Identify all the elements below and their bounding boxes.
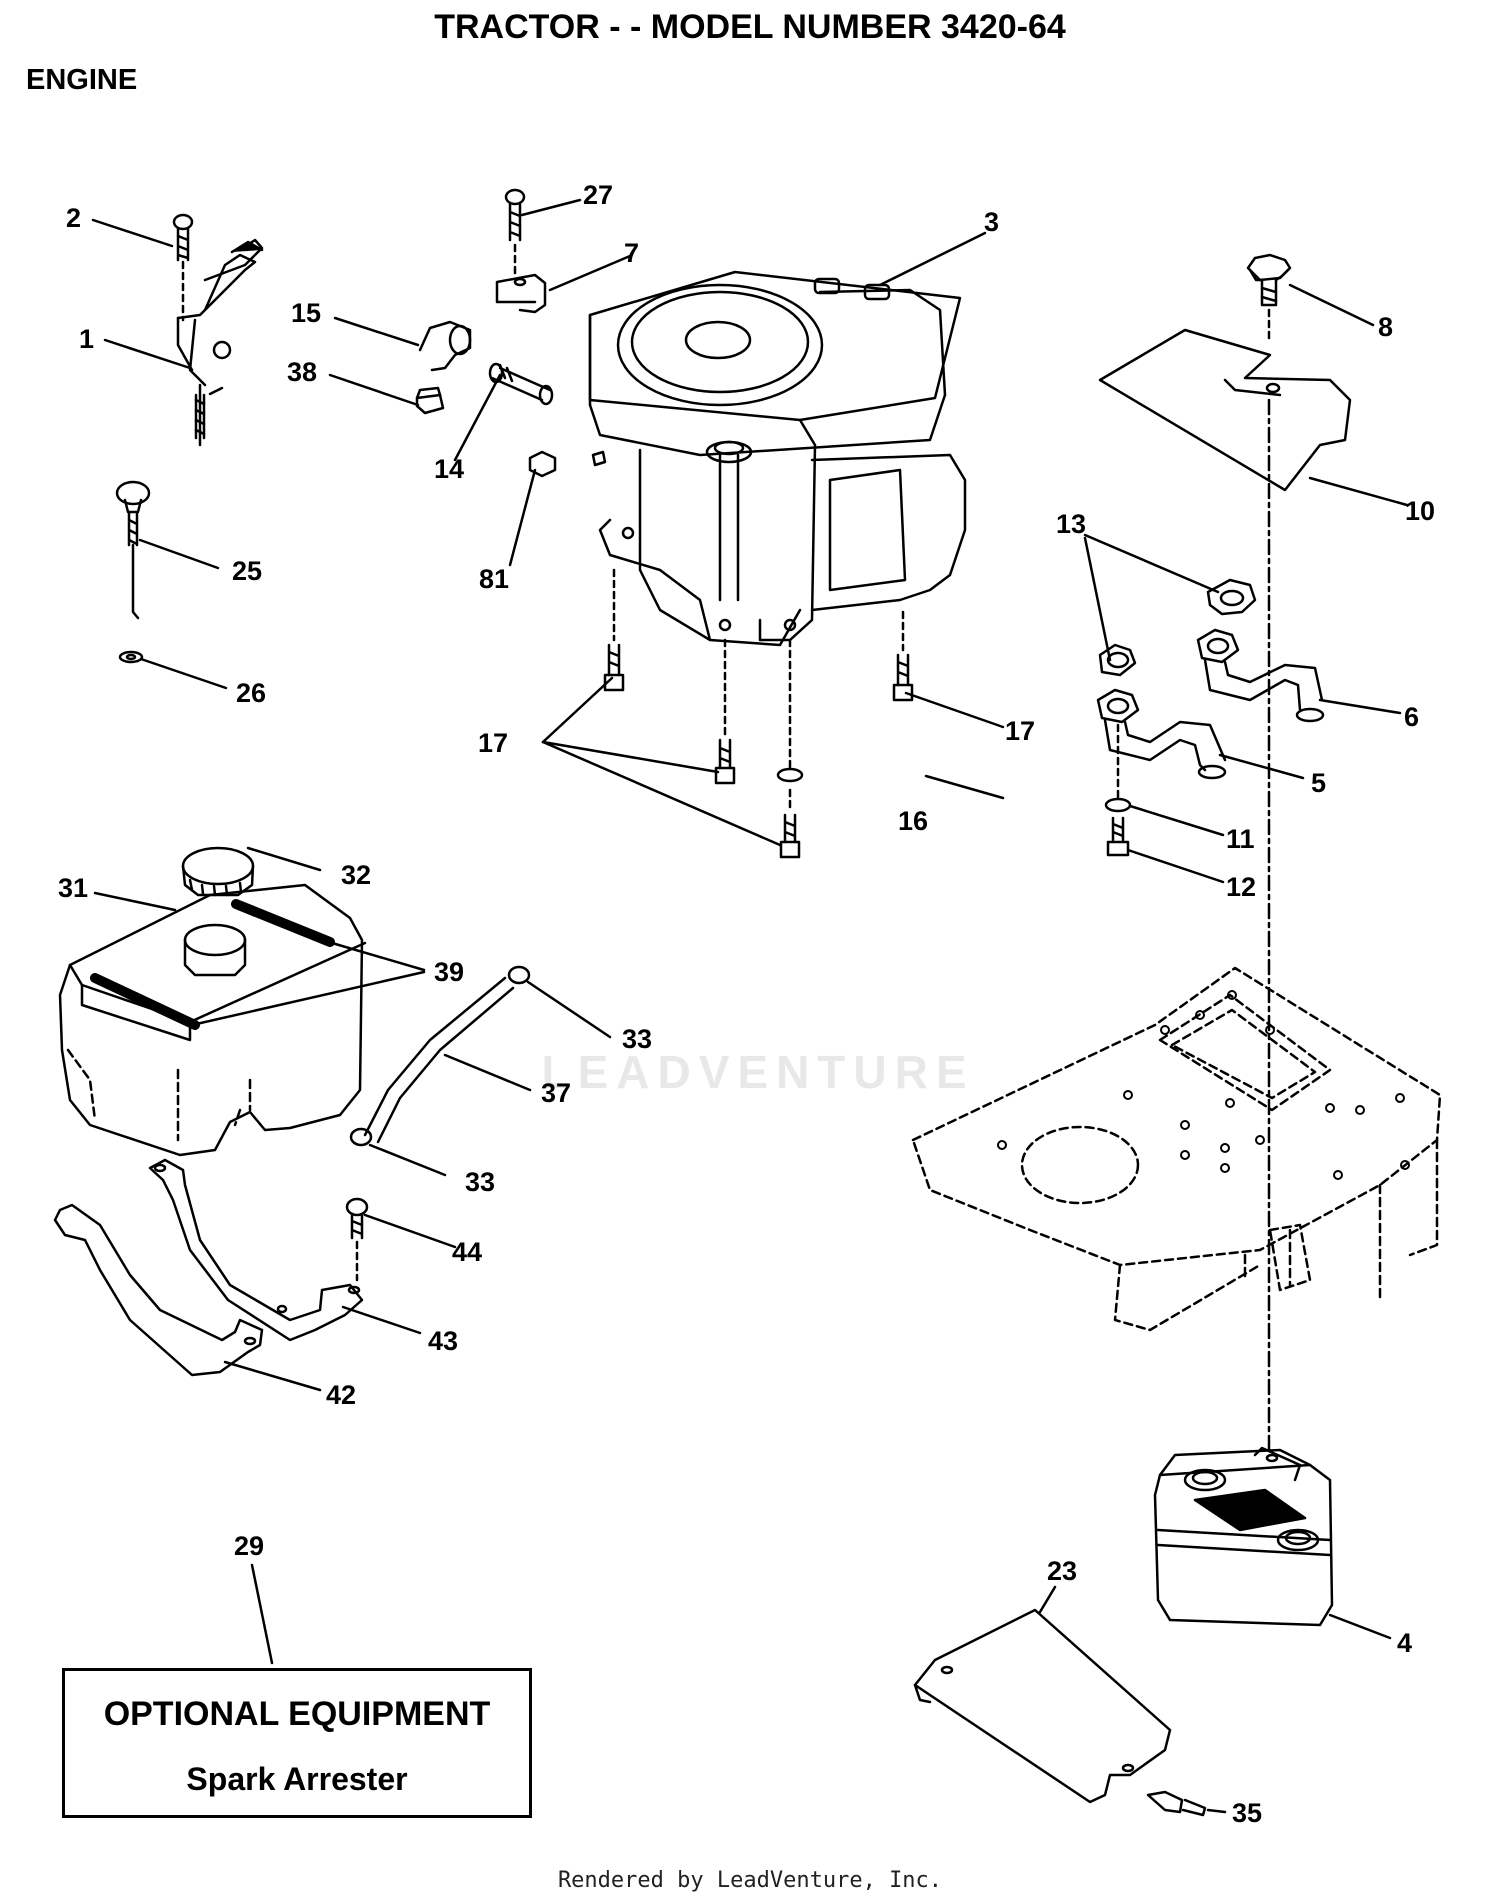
part-label-8: 8: [1378, 312, 1393, 342]
part-label-38: 38: [287, 357, 317, 387]
part-label-39: 39: [434, 957, 464, 987]
part-label-3: 3: [984, 207, 999, 237]
part-labels: 2 1 15 38 14 81 27 7 3 8 10 13 6 5 11 12…: [58, 180, 1435, 1828]
exhaust-parts: [1096, 578, 1325, 857]
footer-credit: Rendered by LeadVenture, Inc.: [557, 1868, 943, 1893]
part-label-31: 31: [58, 873, 88, 903]
part-label-16: 16: [898, 806, 928, 836]
part-label-44: 44: [452, 1237, 482, 1267]
page-title: TRACTOR - - MODEL NUMBER 3420-64: [434, 8, 1066, 46]
part-label-11: 11: [1226, 824, 1255, 854]
part-label-4: 4: [1397, 1628, 1412, 1658]
part-label-25: 25: [232, 556, 262, 586]
part-label-42: 42: [326, 1380, 356, 1410]
part-label-15: 15: [291, 298, 321, 328]
spark-arrester-part: [913, 1608, 1207, 1817]
fuel-line-part: [349, 965, 531, 1147]
part-label-37: 37: [541, 1078, 571, 1108]
optional-equipment-box: OPTIONAL EQUIPMENT Spark Arrester: [62, 1668, 532, 1818]
throttle-control-part: [176, 238, 264, 447]
tank-brackets-part: [53, 1158, 369, 1377]
part-label-10: 10: [1405, 496, 1435, 526]
part-label-6: 6: [1404, 702, 1419, 732]
part-label-35: 35: [1232, 1798, 1262, 1828]
fuel-fittings-part: [415, 320, 607, 478]
chassis-frame-part: [911, 966, 1442, 1332]
engine-part: [588, 270, 967, 647]
muffler-part: [1153, 1446, 1334, 1627]
part-label-33-bottom: 33: [465, 1167, 495, 1197]
screw-2-part: [172, 213, 194, 322]
part-label-43: 43: [428, 1326, 458, 1356]
part-label-13: 13: [1056, 509, 1086, 539]
part-label-27: 27: [583, 180, 613, 210]
clamp-7-part: [495, 188, 547, 314]
part-label-7: 7: [624, 238, 639, 268]
optional-equipment-item: Spark Arrester: [186, 1761, 408, 1797]
fuel-tank-part: [58, 846, 367, 1157]
heat-shield-part: [1098, 253, 1352, 1452]
part-label-14: 14: [434, 454, 464, 484]
part-label-5: 5: [1311, 768, 1326, 798]
section-title: ENGINE: [26, 64, 138, 96]
part-label-81: 81: [479, 564, 509, 594]
part-label-26: 26: [236, 678, 266, 708]
chassis-holes: [997, 990, 1410, 1180]
engine-bolts-part: [603, 568, 914, 859]
part-label-17-right: 17: [1005, 716, 1035, 746]
part-label-12: 12: [1226, 872, 1256, 902]
part-label-2: 2: [66, 203, 81, 233]
leader-lines: [91, 198, 1409, 1814]
part-label-33-top: 33: [622, 1024, 652, 1054]
watermark: LEADVENTURE: [541, 1046, 975, 1098]
part-label-1: 1: [79, 324, 94, 354]
part-label-17-left: 17: [478, 728, 508, 758]
choke-knob-part: [115, 480, 151, 664]
optional-equipment-title: OPTIONAL EQUIPMENT: [103, 1695, 491, 1733]
part-label-29: 29: [234, 1531, 264, 1561]
part-label-23: 23: [1047, 1556, 1077, 1586]
part-label-32: 32: [341, 860, 371, 890]
